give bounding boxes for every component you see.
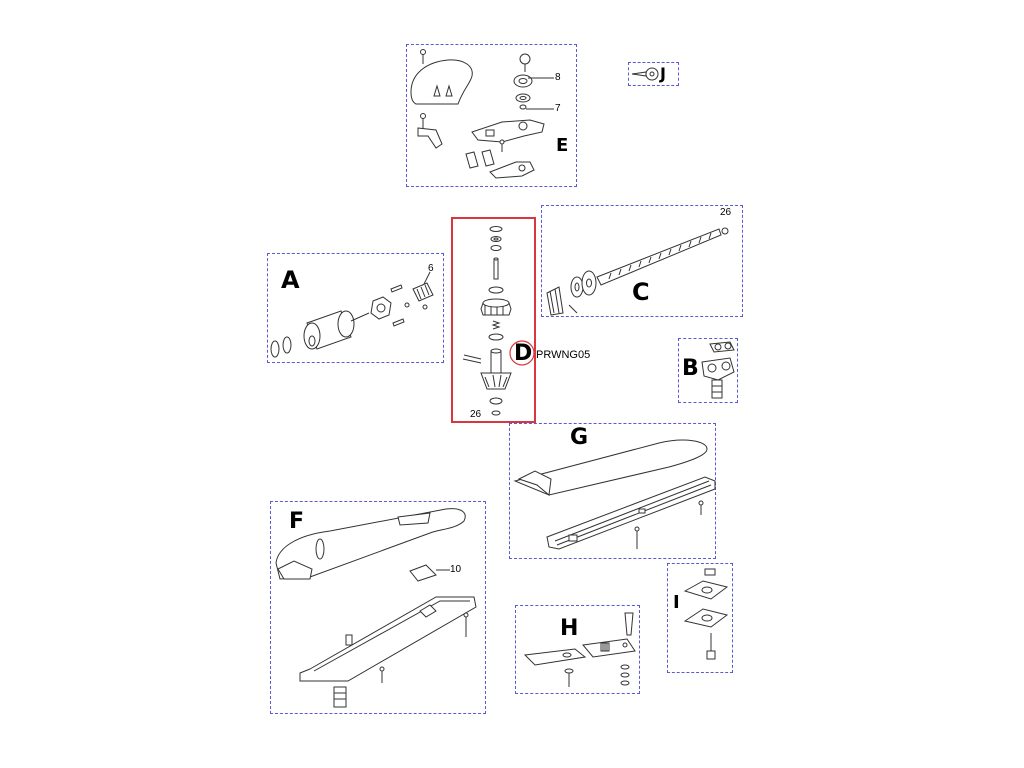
group-j-key-illustration [628, 62, 679, 86]
group-b-label: B [682, 356, 699, 381]
group-d-gear-assembly-illustration [451, 217, 536, 423]
part-code-label: PRWNG05 [536, 349, 591, 361]
group-i-box[interactable] [667, 563, 733, 673]
group-b-box[interactable] [678, 338, 738, 403]
group-e-parts-illustration [406, 44, 577, 187]
group-f-box[interactable] [270, 501, 486, 714]
group-e-label: E [556, 135, 569, 156]
leader-line-10 [436, 568, 450, 572]
part-number-26-d: 26 [470, 409, 482, 420]
group-h-label: H [560, 616, 579, 641]
group-j-label: J [660, 64, 666, 83]
group-f-label: F [289, 509, 305, 534]
group-c-box[interactable] [541, 205, 743, 317]
part-number-6: 6 [428, 263, 434, 274]
group-i-plates-illustration [667, 563, 733, 673]
group-b-bracket-illustration [678, 338, 738, 403]
group-f-housing-illustration [270, 501, 486, 714]
group-j-box[interactable] [628, 62, 679, 86]
group-c-screw-shaft-illustration [541, 205, 743, 317]
group-h-box[interactable] [515, 605, 640, 694]
group-i-label: I [673, 592, 680, 613]
selected-indicator-circle [508, 338, 536, 368]
group-d-label: D [514, 341, 533, 366]
group-h-hinge-illustration [515, 605, 640, 694]
group-g-label: G [570, 425, 589, 450]
group-e-box[interactable] [406, 44, 577, 187]
group-a-label: A [281, 266, 300, 294]
group-g-box[interactable] [509, 423, 716, 559]
group-g-cover-rail-illustration [509, 423, 716, 559]
part-number-8: 8 [555, 72, 561, 83]
leader-line-7 [526, 107, 554, 111]
group-d-box-selected[interactable] [451, 217, 536, 423]
group-a-box[interactable] [267, 253, 444, 363]
leader-line-6 [424, 272, 432, 284]
leader-line-8 [528, 76, 554, 80]
group-c-label: C [632, 278, 650, 306]
part-number-26-c: 26 [720, 207, 732, 218]
part-number-7: 7 [555, 103, 561, 114]
group-a-motor-illustration [267, 253, 444, 363]
part-number-10: 10 [450, 564, 462, 575]
